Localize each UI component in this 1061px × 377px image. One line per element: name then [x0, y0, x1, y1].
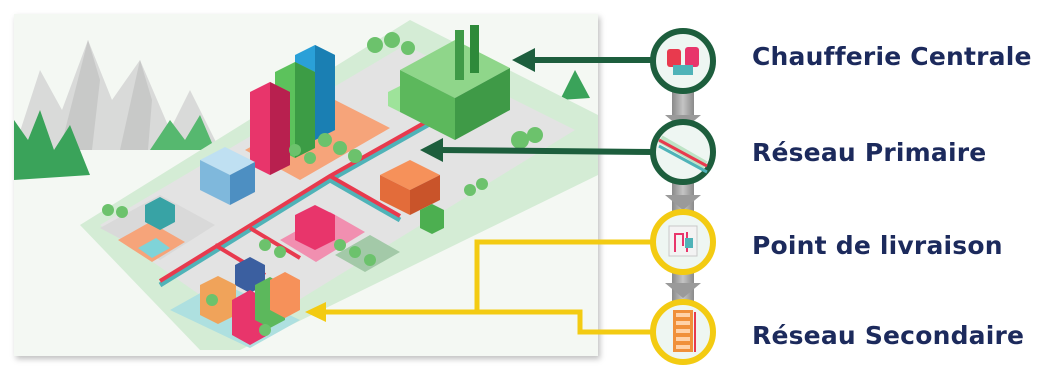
- office-buildings: [145, 147, 444, 250]
- building-floor: [676, 345, 690, 349]
- mountains: [14, 40, 590, 180]
- arrow-to-primary-network: [439, 147, 656, 155]
- building-floor: [676, 337, 690, 341]
- arrow-head-primary-network: [420, 138, 443, 162]
- tower-buildings: [250, 45, 335, 175]
- heat-exchanger: [685, 238, 693, 248]
- heat-pipe-network: [158, 112, 442, 288]
- pump-unit: [673, 65, 693, 75]
- building-floor: [676, 329, 690, 333]
- secondary-arrows: [305, 239, 655, 335]
- stage-spine: [665, 70, 701, 335]
- primary-arrows: [420, 48, 656, 162]
- hot-pipe: [658, 138, 708, 168]
- boiler-plant-building: [388, 25, 510, 140]
- stage-label-chaufferie-centrale: Chaufferie Centrale: [752, 42, 1032, 71]
- building-floor: [676, 321, 690, 325]
- boiler-tank: [667, 49, 681, 67]
- building-floor: [676, 313, 690, 317]
- connector-secondary-network: [477, 309, 655, 335]
- boiler-room-icon: [650, 28, 716, 94]
- arrow-head-secondary: [305, 302, 326, 322]
- stage-circles: [650, 28, 716, 365]
- stage-label-reseau-secondaire: Réseau Secondaire: [752, 321, 1025, 350]
- stage-label-reseau-primaire: Réseau Primaire: [752, 138, 987, 167]
- arrow-head-boiler-plant: [512, 48, 535, 72]
- residential-buildings: [200, 257, 300, 345]
- building-network-icon: [650, 299, 716, 365]
- trees: [102, 32, 543, 336]
- primary-network-pipe-icon: [650, 119, 716, 185]
- connector-delivery-point: [325, 239, 655, 315]
- stage-ring: [650, 28, 716, 94]
- boiler-tank: [685, 47, 699, 67]
- substation-room-icon: [650, 209, 716, 275]
- stage-label-point-de-livraison: Point de livraison: [752, 231, 1003, 260]
- return-pipe: [658, 144, 708, 174]
